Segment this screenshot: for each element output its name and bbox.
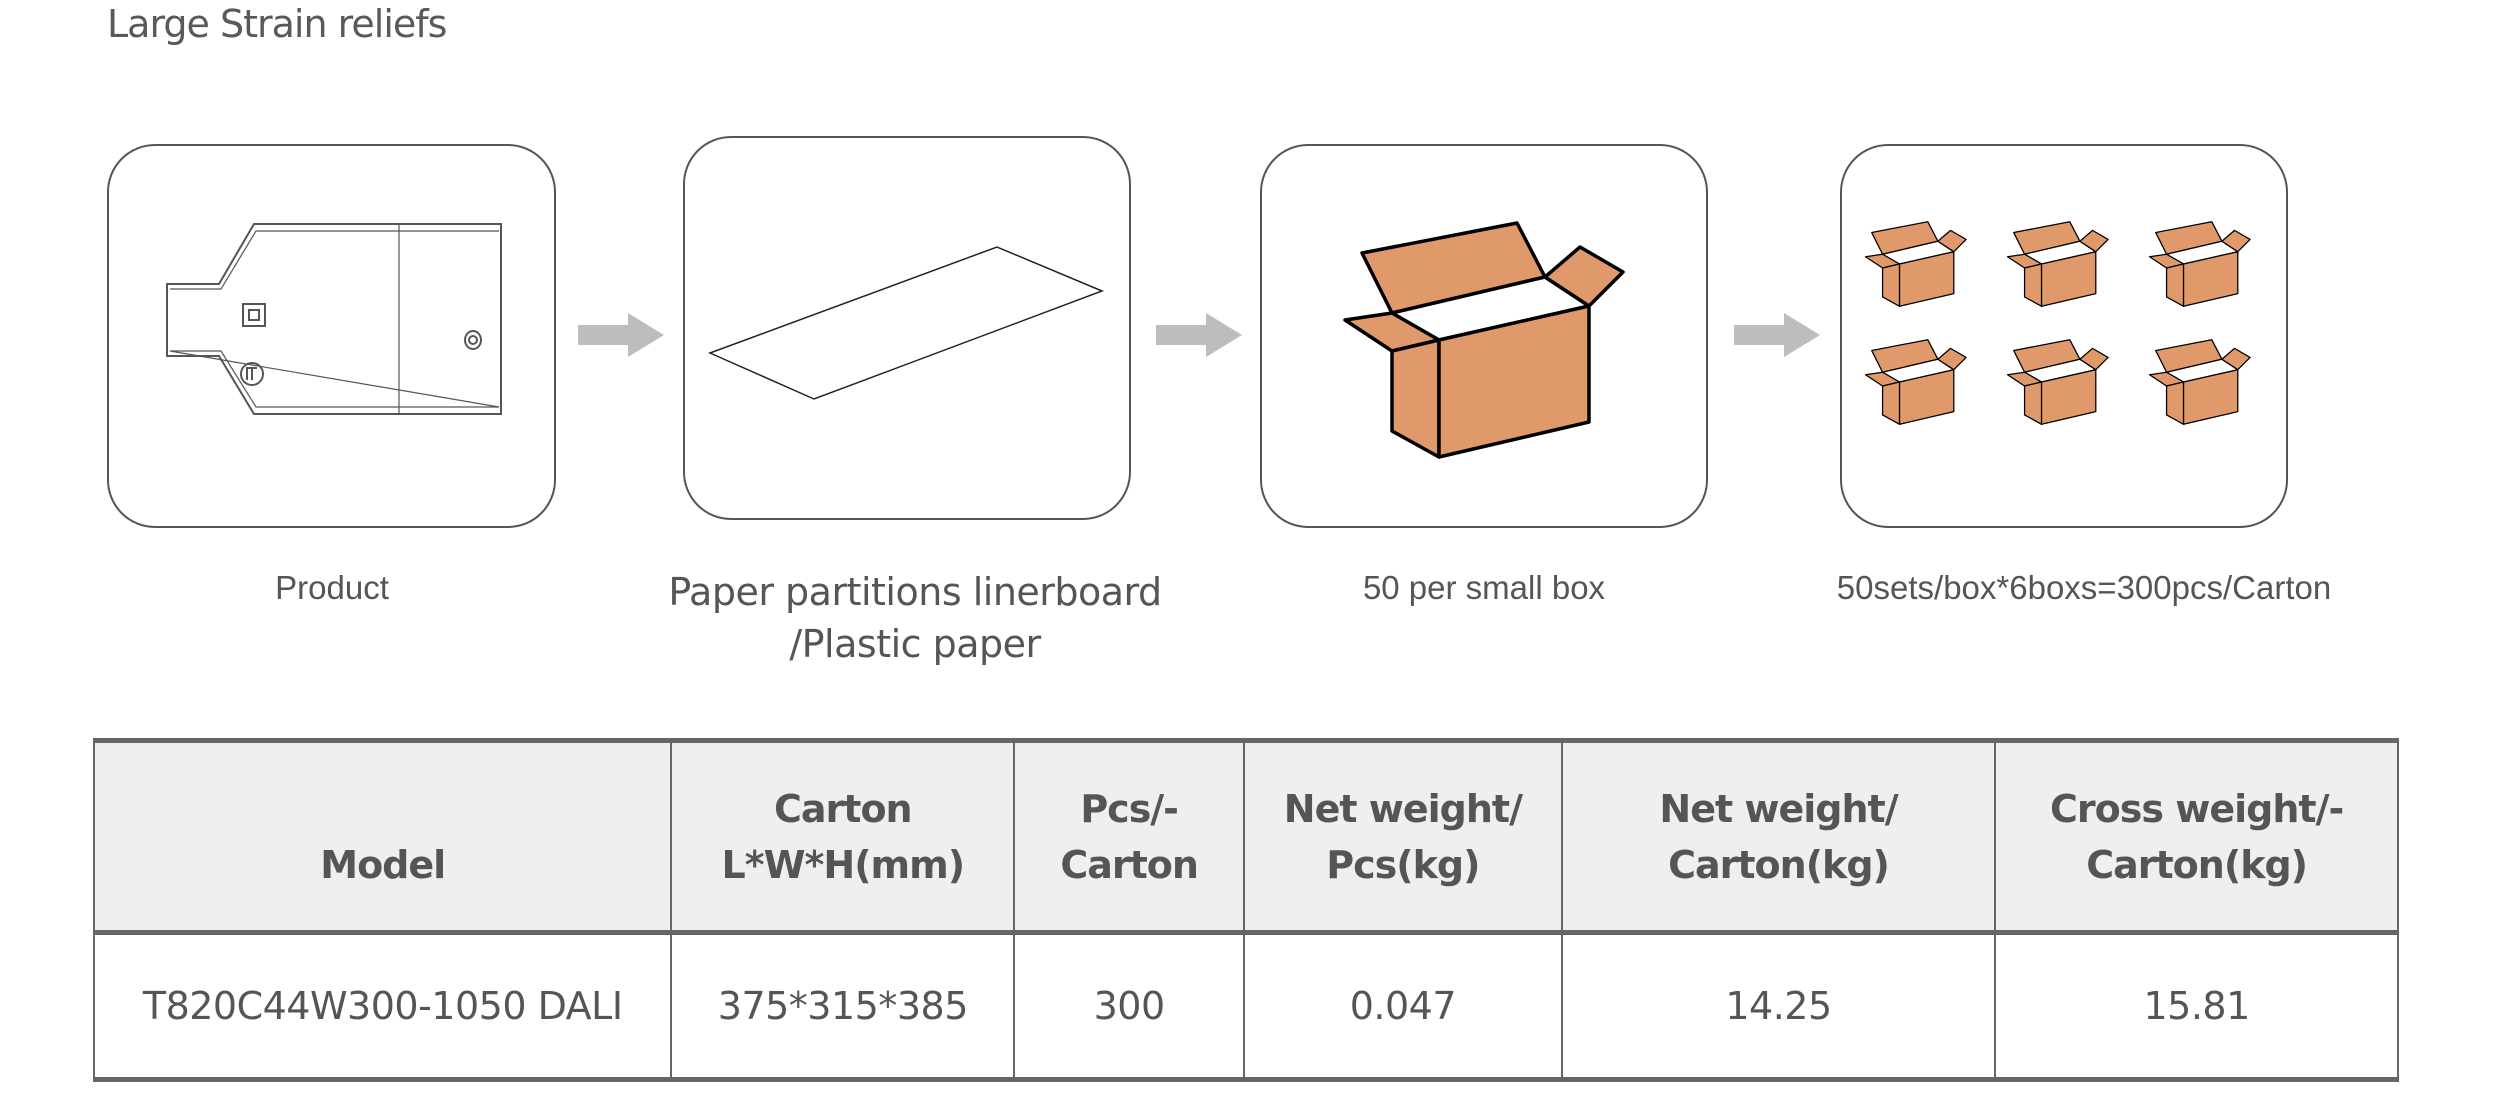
small-carton-icon [1860, 217, 1976, 311]
small-carton-icon [1860, 335, 1976, 429]
step-caption-product: Product [275, 569, 389, 606]
header-pcs-carton: Pcs/- Carton [1013, 739, 1246, 935]
cell-carton-size: 375*315*385 [670, 931, 1016, 1081]
header-text: Carton(kg) [2086, 842, 2308, 887]
header-text: Model [320, 842, 446, 887]
product-drawing-icon [166, 223, 502, 415]
small-carton-icon [2144, 335, 2260, 429]
header-cross-weight-carton: Cross weight/- Carton(kg) [1994, 739, 2399, 935]
header-text: Carton [1060, 842, 1199, 887]
small-carton-icon [2144, 217, 2260, 311]
arrow-right-icon [578, 313, 664, 357]
header-text: Cross weight/- [2050, 786, 2344, 831]
header-text: L*W*H(mm) [721, 842, 966, 887]
page-title: Large Strain reliefs [107, 2, 447, 46]
carton-panel [1840, 144, 2288, 528]
small-carton-icon [2002, 217, 2118, 311]
arrow-right-icon [1156, 313, 1242, 357]
paper-panel [683, 136, 1131, 520]
cell-model: T820C44W300-1050 DALI [92, 931, 673, 1081]
paper-sheet-icon [708, 246, 1105, 400]
step-caption-small-box: 50 per small box [1362, 569, 1606, 606]
cell-pcs-carton: 300 [1013, 931, 1246, 1081]
header-net-weight-pcs: Net weight/Pcs(kg) [1243, 739, 1563, 935]
header-text: Net weight/ [1283, 786, 1523, 831]
arrow-right-icon [1734, 313, 1820, 357]
step-caption-paper: Paper partitions linerboard /Plastic pap… [668, 566, 1162, 670]
cell-net-weight-carton: 14.25 [1560, 931, 1997, 1081]
small-carton-icon [2002, 335, 2118, 429]
carton-box-icon [1330, 210, 1650, 470]
cell-cross-weight-carton: 15.81 [1994, 931, 2399, 1081]
caption-line: Paper partitions linerboard [668, 570, 1162, 614]
step-caption-carton: 50sets/box*6boxs=300pcs/Carton [1836, 569, 2332, 606]
header-text: Carton(kg) [1668, 842, 1890, 887]
header-net-weight-carton: Net weight/Carton(kg) [1560, 739, 1997, 935]
header-model: Model [92, 739, 673, 935]
table-row: T820C44W300-1050 DALI 375*315*385 300 0.… [92, 931, 2399, 1081]
caption-line: /Plastic paper [789, 622, 1041, 666]
product-panel [107, 144, 556, 528]
header-text: Pcs(kg) [1326, 842, 1480, 887]
header-text: Pcs/- [1080, 786, 1179, 831]
cell-net-weight-pcs: 0.047 [1243, 931, 1563, 1081]
header-text: Carton [774, 786, 913, 831]
header-text: Net weight/ [1659, 786, 1898, 831]
